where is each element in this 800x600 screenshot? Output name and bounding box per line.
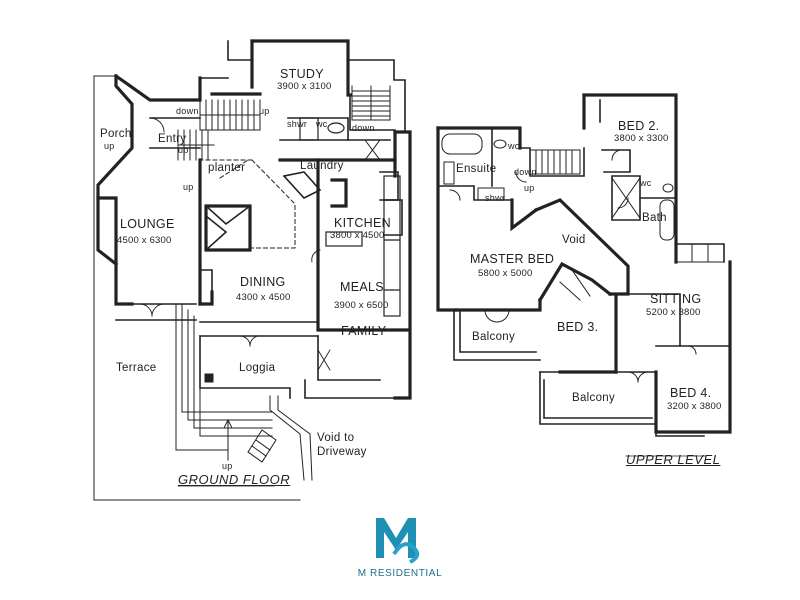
- master-bed-dims: 5800 x 5000: [478, 268, 533, 279]
- bath-label: Bath: [642, 212, 667, 224]
- brand-name: M RESIDENTIAL: [357, 568, 443, 579]
- ensuite-wc-label: wc: [508, 141, 520, 151]
- ground-floor-title: GROUND FLOOR: [178, 472, 291, 487]
- down-label-right: down: [352, 123, 375, 133]
- balcony-left-label: Balcony: [472, 331, 516, 343]
- balcony-bottom-label: Balcony: [572, 392, 616, 404]
- dining-dims: 4300 x 4500: [236, 292, 291, 303]
- entry-up-label: up: [178, 145, 189, 155]
- ensuite-label: Ensuite: [456, 163, 497, 175]
- bed3-label: BED 3.: [557, 320, 599, 334]
- sitting-dims: 5200 x 3800: [646, 307, 701, 318]
- bed4-dims: 3200 x 3800: [667, 401, 722, 412]
- meals-dims: 3900 x 6500: [334, 300, 389, 311]
- upper-level-title: UPPER LEVEL: [626, 452, 721, 467]
- up-label-lounge: up: [183, 182, 194, 192]
- void-driveway-label: Void to Driveway: [317, 432, 367, 458]
- up-label-bottom: up: [222, 461, 233, 471]
- down-label-left: down: [176, 106, 199, 116]
- planter-label: planter: [208, 162, 246, 174]
- study-dims: 3900 x 3100: [277, 81, 332, 92]
- kitchen-dims: 3800 x 4500: [330, 230, 385, 241]
- void-label: Void: [562, 234, 586, 246]
- brand-logo: [376, 518, 420, 564]
- entry-label: Entry: [158, 133, 187, 145]
- terrace-label: Terrace: [116, 362, 157, 374]
- shwr-label: shwr: [287, 119, 308, 129]
- ground-floor-plan: [93, 39, 412, 501]
- porch-up-label: up: [104, 141, 115, 151]
- bed4-label: BED 4.: [670, 386, 712, 400]
- porch-label: Porch: [100, 128, 132, 140]
- wc-label: wc: [316, 119, 328, 129]
- master-bed-label: MASTER BED: [470, 252, 555, 266]
- bed2-label: BED 2.: [618, 119, 660, 133]
- study-label: STUDY: [280, 67, 324, 81]
- upper-up-label: up: [524, 183, 535, 193]
- family-label: FAMILY: [341, 324, 387, 338]
- upper-down-label: down: [514, 167, 537, 177]
- lounge-label: LOUNGE: [120, 217, 175, 231]
- bed2-dims: 3800 x 3300: [614, 133, 669, 144]
- lounge-dims: 4500 x 6300: [117, 235, 172, 246]
- upper-level-plan: [177, 93, 732, 487]
- laundry-label: Laundry: [300, 160, 344, 172]
- up-label-stair: up: [259, 106, 270, 116]
- dining-label: DINING: [240, 275, 286, 289]
- kitchen-label: KITCHEN: [334, 216, 391, 230]
- meals-label: MEALS: [340, 280, 384, 294]
- loggia-label: Loggia: [239, 362, 276, 374]
- ensuite-shwr-label: shwr: [485, 193, 506, 203]
- bath-wc-label: wc: [640, 178, 652, 188]
- sitting-label: SITTING: [650, 292, 702, 306]
